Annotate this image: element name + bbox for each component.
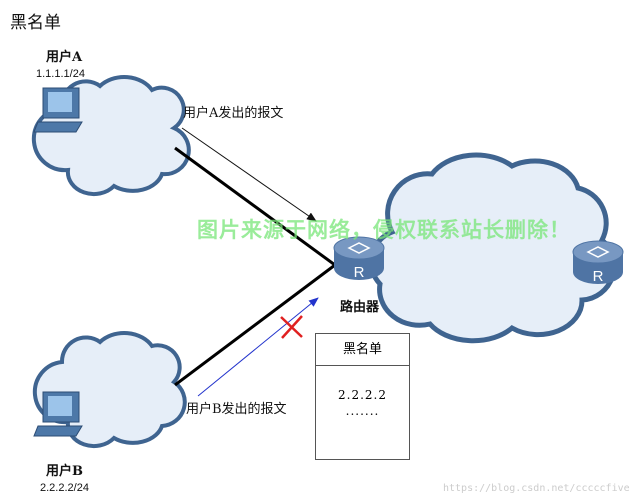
blacklist-table: 黑名单 2.2.2.2 ....... [315, 333, 410, 460]
router-label: 路由器 [340, 300, 380, 315]
link-user-a [174, 146, 336, 267]
user-a-ip: 1.1.1.1/24 [36, 68, 85, 80]
user-a-message-label: 用户A发出的报文 [183, 106, 284, 121]
pc-user-b-icon [33, 391, 83, 437]
blacklist-entry: 2.2.2.2 [338, 388, 387, 402]
blocked-x-icon [280, 315, 303, 339]
user-b-ip: 2.2.2.2/24 [40, 482, 89, 494]
user-a-name: 用户A [46, 50, 83, 65]
pc-user-a-icon [33, 87, 83, 133]
watermark: 图片来源于网络，侵权联系站长删除！ [197, 218, 571, 242]
svg-text:R: R [354, 264, 365, 281]
user-b-name: 用户B [46, 464, 83, 479]
diagram-title: 黑名单 [10, 13, 61, 33]
arrow-user-b-traffic [197, 297, 319, 397]
remote-router-icon: R [572, 240, 624, 285]
user-b-message-label: 用户B发出的报文 [186, 402, 287, 417]
source-url: https://blog.csdn.net/cccccfive [443, 483, 630, 494]
link-user-b [174, 263, 336, 387]
blacklist-header: 黑名单 [316, 334, 409, 366]
blacklist-entry-ellipsis: ....... [345, 404, 380, 418]
svg-text:R: R [593, 268, 604, 285]
arrow-user-a-traffic [181, 127, 317, 222]
router-icon: R [333, 236, 385, 281]
